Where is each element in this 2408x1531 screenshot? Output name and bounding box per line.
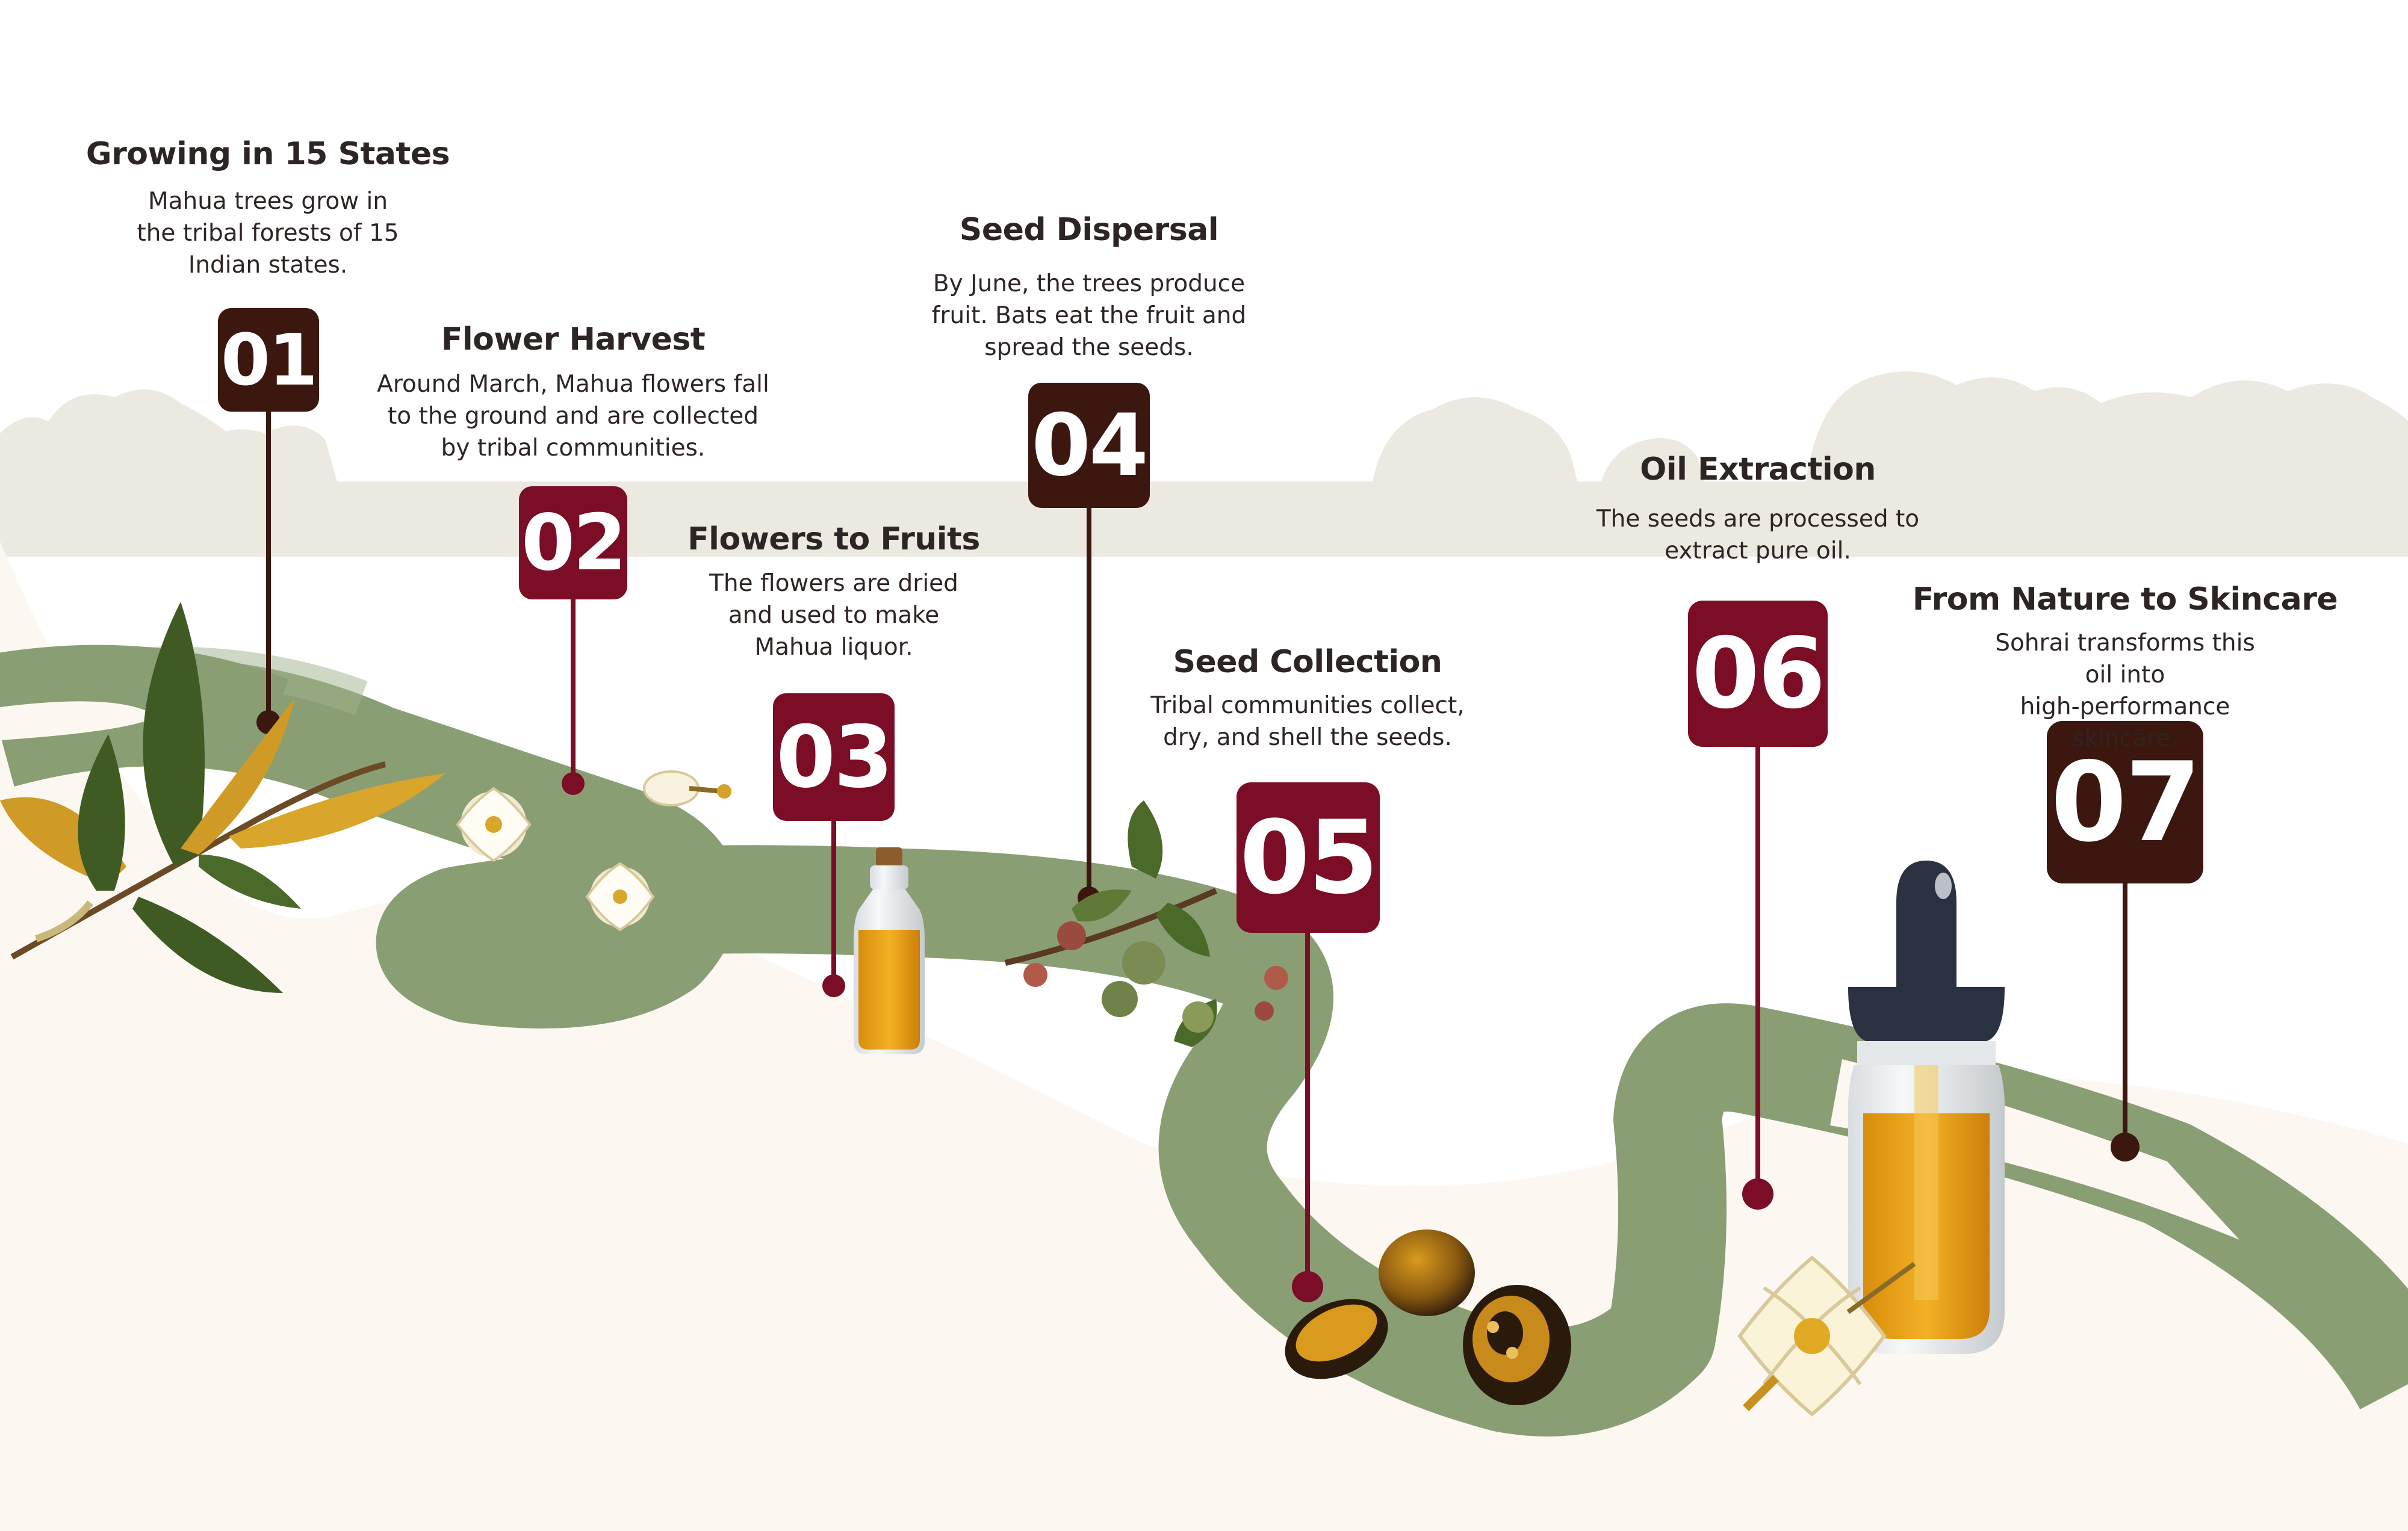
step-07-desc-line: Sohrai transforms this oil into — [1995, 629, 2255, 688]
step-04-number: 04 — [1031, 395, 1149, 495]
step-02-desc-line: to the ground and are collected — [387, 403, 759, 430]
step-01-title: Growing in 15 States — [85, 136, 450, 172]
dropper-bottle-icon — [1848, 861, 2005, 1354]
step-05-desc-line: Tribal communities collect, — [1150, 692, 1465, 719]
step-07-badge: 07 — [2047, 721, 2203, 883]
step-04-desc-line: fruit. Bats eat the fruit and — [931, 302, 1247, 329]
step-01-desc-line: Indian states. — [188, 252, 348, 279]
mahua-flower-icon — [456, 770, 731, 932]
step-03-title: Flowers to Fruits — [687, 521, 980, 557]
connector-06 — [1742, 746, 1773, 1210]
step-01-desc-line: Mahua trees grow in — [147, 188, 388, 215]
step-07-number: 07 — [2050, 738, 2201, 866]
step-02-number: 02 — [521, 498, 627, 588]
step-02-description: Around March, Mahua flowers fall to the … — [377, 368, 769, 464]
step-01-badge: 01 — [218, 308, 319, 412]
step-03-description: The flowers are dried and used to make M… — [709, 568, 958, 663]
step-02-title: Flower Harvest — [441, 321, 706, 357]
step-06-badge: 06 — [1688, 601, 1828, 747]
step-06-desc-line: extract pure oil. — [1665, 537, 1851, 564]
step-01-desc-line: the tribal forests of 15 — [137, 220, 399, 247]
step-06-title: Oil Extraction — [1640, 451, 1876, 487]
step-05-badge: 05 — [1237, 782, 1380, 933]
step-07-title: From Nature to Skincare — [1912, 581, 2338, 617]
step-02-desc-line: Around March, Mahua flowers fall — [377, 371, 769, 398]
connector-05 — [1292, 930, 1323, 1302]
connector-07 — [2111, 882, 2140, 1161]
step-02-badge: 02 — [519, 486, 627, 599]
step-04-title: Seed Dispersal — [959, 212, 1219, 248]
mahua-leaf-branch-icon — [0, 602, 445, 993]
step-06-desc-line: The seeds are processed to — [1596, 506, 1920, 533]
mahua-fruit-cluster-icon — [1004, 800, 1288, 1047]
step-06-number: 06 — [1692, 617, 1825, 731]
mahua-seeds-icon — [1285, 1229, 1571, 1405]
step-01-description: Mahua trees grow in the tribal forests o… — [137, 185, 399, 281]
step-05-title: Seed Collection — [1173, 644, 1442, 680]
mahua-flower-icon — [1737, 1255, 1916, 1417]
step-04-badge: 04 — [1028, 383, 1150, 508]
liquor-bottle-icon — [854, 847, 925, 1054]
step-03-desc-line: The flowers are dried — [709, 570, 958, 597]
connector-04 — [1078, 506, 1100, 909]
step-03-badge: 03 — [773, 693, 895, 821]
step-02-desc-line: by tribal communities. — [441, 435, 706, 462]
forest-silhouette-icon — [0, 371, 2408, 557]
step-07-description: Sohrai transforms this oil into high-per… — [1984, 627, 2267, 755]
step-04-desc-line: spread the seeds. — [984, 334, 1194, 361]
step-03-number: 03 — [776, 707, 893, 807]
step-04-desc-line: By June, the trees produce — [932, 270, 1246, 297]
step-05-description: Tribal communities collect, dry, and she… — [1150, 690, 1464, 753]
step-03-desc-line: Mahua liquor. — [754, 634, 913, 661]
step-03-desc-line: and used to make — [728, 602, 940, 629]
step-07-desc-line: high-performance skincare. — [2020, 693, 2230, 752]
connector-02 — [562, 596, 585, 795]
step-05-number: 05 — [1240, 799, 1379, 917]
connector-03 — [822, 818, 845, 997]
step-06-description: The seeds are processed to extract pure … — [1597, 503, 1919, 567]
step-04-description: By June, the trees produce fruit. Bats e… — [932, 268, 1246, 363]
step-05-desc-line: dry, and shell the seeds. — [1163, 724, 1452, 751]
step-01-number: 01 — [220, 318, 318, 401]
